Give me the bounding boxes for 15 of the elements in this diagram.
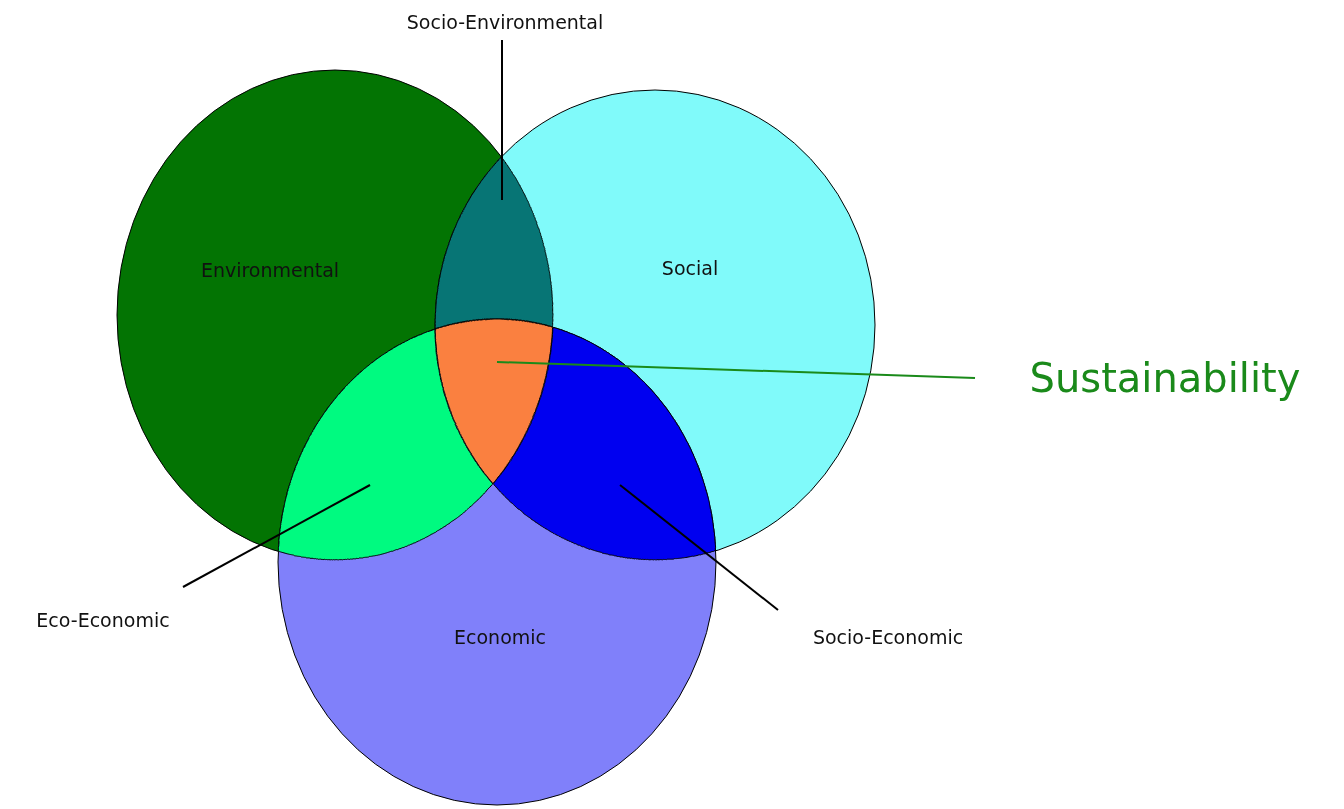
leader-line xyxy=(182,484,371,588)
region-label: Sustainability xyxy=(1029,355,1301,401)
region-label: Socio-Environmental xyxy=(406,11,604,33)
circle-label: Environmental xyxy=(200,259,340,281)
region-label: Socio-Economic xyxy=(812,626,964,648)
circle-label: Economic xyxy=(454,626,546,648)
overlap-region xyxy=(434,156,554,329)
leader-line xyxy=(501,39,503,201)
overlap-region xyxy=(493,326,717,561)
overlap-region xyxy=(277,328,494,561)
overlap-region xyxy=(434,318,554,484)
leader-line xyxy=(496,361,976,379)
circle-label: Social xyxy=(661,257,719,279)
region-label: Eco-Economic xyxy=(36,609,170,631)
leader-line xyxy=(619,484,779,611)
